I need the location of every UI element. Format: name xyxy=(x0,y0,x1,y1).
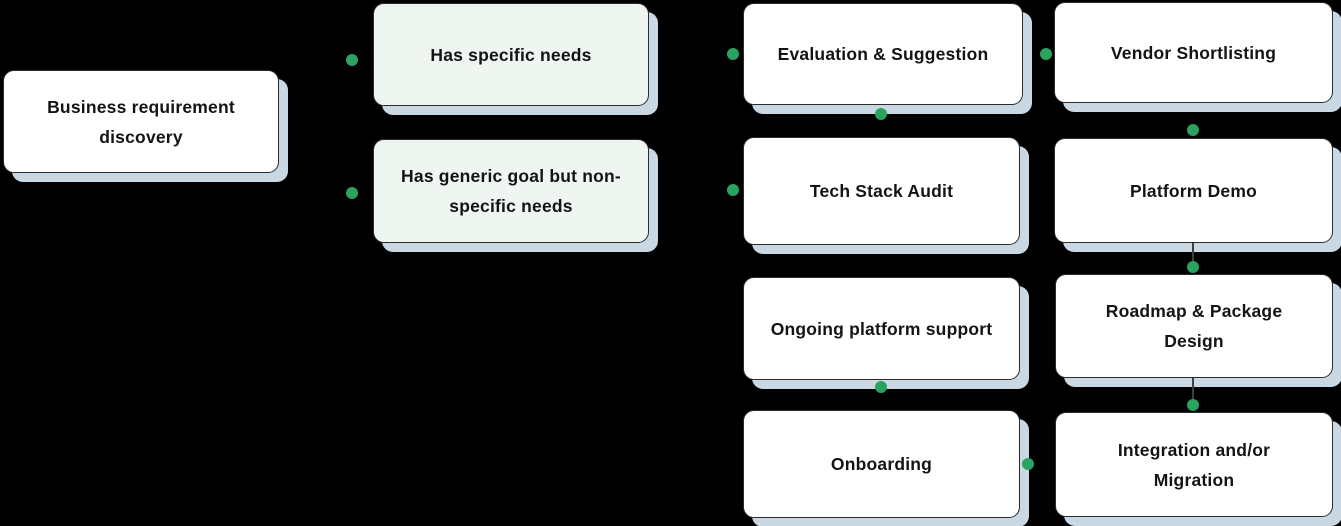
connector-dot xyxy=(1187,124,1199,136)
node-ongoing-platform-support: Ongoing platform support xyxy=(743,277,1020,380)
connector-dot xyxy=(1040,48,1052,60)
connector-line-roadmap-integration xyxy=(1192,378,1194,399)
node-tech-stack-audit: Tech Stack Audit xyxy=(743,137,1020,245)
connector-dot xyxy=(346,187,358,199)
node-label: Roadmap & Package Design xyxy=(1105,301,1283,351)
node-label: Tech Stack Audit xyxy=(809,181,954,201)
connector-dot xyxy=(1187,399,1199,411)
node-integration-migration: Integration and/or Migration xyxy=(1055,412,1333,517)
node-roadmap-package-design: Roadmap & Package Design xyxy=(1055,274,1333,378)
node-has-generic-goal: Has generic goal but non-specific needs xyxy=(373,139,649,243)
node-platform-demo: Platform Demo xyxy=(1054,138,1333,243)
node-label: Integration and/or Migration xyxy=(1117,439,1271,490)
connector-dot xyxy=(1187,261,1199,273)
node-evaluation-suggestion: Evaluation & Suggestion xyxy=(743,3,1023,105)
node-label: Vendor Shortlisting xyxy=(1110,42,1277,63)
node-label: Evaluation & Suggestion xyxy=(777,44,989,64)
node-vendor-shortlisting: Vendor Shortlisting xyxy=(1054,2,1333,103)
node-label: Business requirement discovery xyxy=(47,96,235,147)
node-onboarding: Onboarding xyxy=(743,410,1020,518)
node-label: Onboarding xyxy=(830,454,933,474)
connector-dot xyxy=(1022,458,1034,470)
connector-dot xyxy=(875,381,887,393)
connector-line-platform-demo-roadmap xyxy=(1192,243,1194,261)
node-label: Has specific needs xyxy=(430,44,592,65)
node-label: Has generic goal but non-specific needs xyxy=(401,166,621,216)
connector-dot xyxy=(346,54,358,66)
connector-dot xyxy=(875,108,887,120)
node-label: Ongoing platform support xyxy=(770,318,993,339)
node-business-requirement-discovery: Business requirement discovery xyxy=(3,70,279,173)
connector-dot xyxy=(727,48,739,60)
node-has-specific-needs: Has specific needs xyxy=(373,3,649,106)
node-label: Platform Demo xyxy=(1129,180,1258,201)
connector-dot xyxy=(727,184,739,196)
